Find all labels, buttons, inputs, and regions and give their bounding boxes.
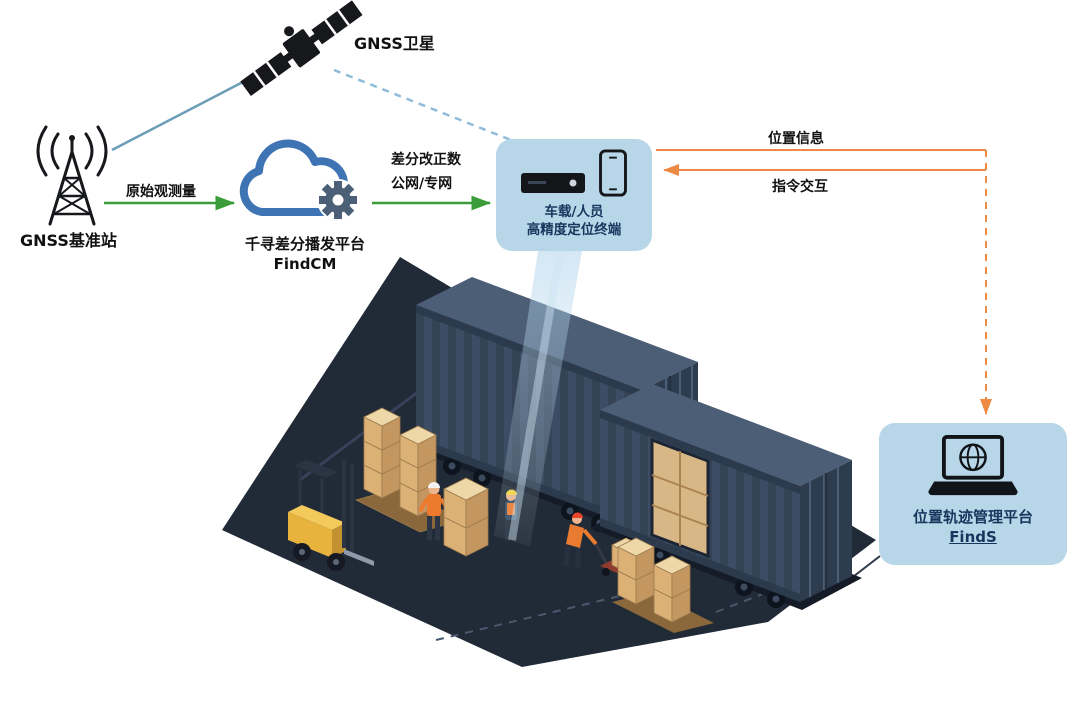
- positioning-beam: [494, 250, 582, 546]
- terminal-icons: [520, 149, 628, 197]
- management-platform-product: FindS: [949, 528, 997, 547]
- receiver-box-icon: [521, 173, 585, 193]
- position-info-label: 位置信息: [768, 131, 824, 147]
- management-bubble: 位置轨迹管理平台 FindS: [879, 423, 1067, 565]
- command-interaction-label: 指令交互: [772, 179, 828, 195]
- worker-1: [418, 482, 450, 540]
- base-station-label: GNSS基准站: [20, 231, 117, 250]
- satellite-terminal-link: [333, 68, 517, 144]
- management-platform-name: 位置轨迹管理平台: [912, 508, 1033, 526]
- terminal-bubble: 车载/人员 高精度定位终端: [496, 139, 652, 251]
- laptop-globe-icon: [928, 435, 1018, 496]
- pallet-stack-right: [612, 537, 714, 633]
- raw-observation-label: 原始观测量: [126, 184, 196, 200]
- radio-tower-icon: [36, 125, 108, 226]
- correction-label-2: 公网/专网: [391, 176, 453, 192]
- terminal-label-line2: 高精度定位终端: [526, 222, 622, 239]
- warehouse-illustration: [222, 250, 876, 667]
- correction-label-1: 差分改正数: [391, 152, 461, 168]
- gear-icon: [319, 181, 357, 219]
- satellite-label: GNSS卫星: [354, 34, 435, 53]
- cloud-platform-name: 千寻差分播发平台: [244, 235, 365, 253]
- satellite-icon: [240, 0, 363, 97]
- forklift: [288, 460, 374, 571]
- connection-lines: [104, 68, 992, 591]
- cloud-platform-product: FindCM: [273, 255, 337, 273]
- smartphone-icon: [599, 149, 627, 197]
- container-front: [590, 384, 862, 610]
- terminal-label-line1: 车载/人员: [544, 204, 604, 220]
- satellite-basestation-link: [111, 68, 267, 152]
- cloud-gear-icon: [239, 139, 359, 221]
- pallet-stack-center: [443, 477, 489, 557]
